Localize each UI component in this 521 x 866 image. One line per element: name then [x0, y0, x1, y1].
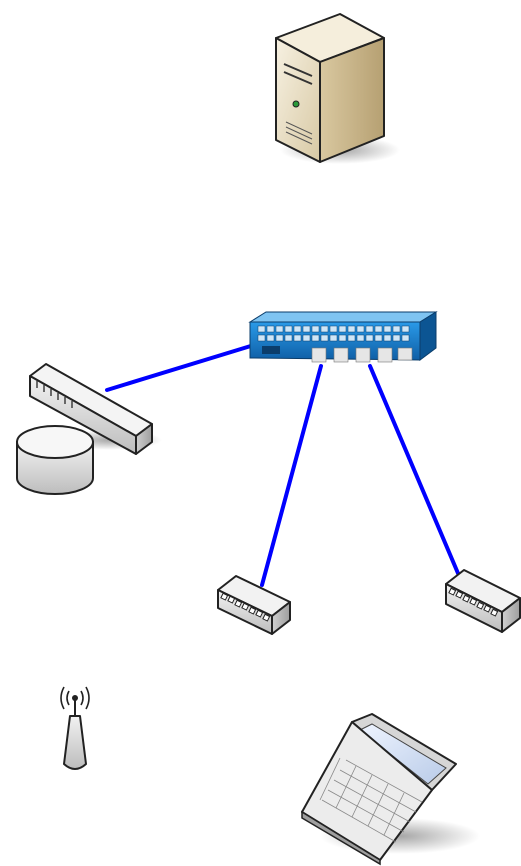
storage-disk-icon[interactable] [16, 425, 94, 495]
connection-lines [105, 335, 462, 587]
link-core-hub-left [260, 364, 323, 587]
link-core-hub-right [368, 364, 462, 580]
hub-icon[interactable] [445, 569, 521, 633]
laptop-icon[interactable] [301, 713, 480, 866]
hub-icon[interactable] [217, 575, 291, 635]
wireless-access-point-icon[interactable] [60, 686, 90, 770]
rack-switch-icon[interactable] [248, 311, 438, 363]
tower-server-icon[interactable] [275, 13, 400, 164]
